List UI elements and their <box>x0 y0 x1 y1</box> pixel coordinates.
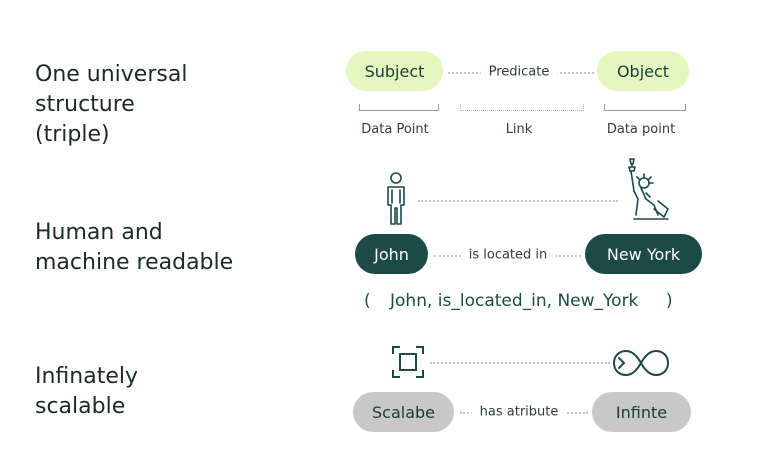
row-label-line: scalable <box>35 394 126 419</box>
object-node: New York <box>585 234 702 274</box>
link-bracket <box>460 104 584 111</box>
row-label-line: Infinately <box>35 364 139 389</box>
data-point-caption: Data point <box>606 122 676 137</box>
icon-connector <box>418 200 618 202</box>
row-label-line: machine readable <box>35 250 234 275</box>
infinity-icon <box>612 349 670 377</box>
expand-frame-icon <box>392 346 424 378</box>
icon-connector <box>430 362 610 364</box>
predicate-label: has atribute <box>471 404 567 420</box>
subject-node: John <box>355 234 428 274</box>
data-point-bracket <box>359 104 439 111</box>
predicate-label: is located in <box>460 247 556 263</box>
triple-text: John, is_located_in, New_York <box>390 291 639 311</box>
person-icon <box>387 172 405 225</box>
row-label-line: (triple) <box>35 122 110 147</box>
row-label-structure: One universal structure (triple) <box>35 60 187 150</box>
subject-node: Subject <box>346 51 443 91</box>
close-paren: ) <box>666 291 673 311</box>
object-node: Object <box>597 51 689 91</box>
row-label-line: One universal <box>35 62 188 87</box>
subject-node: Scalabe <box>353 392 454 432</box>
open-paren: ( <box>364 291 371 311</box>
triple-expression: ( John, is_located_in, New_York ) <box>364 291 674 313</box>
link-caption: Link <box>505 122 533 137</box>
object-node: Infinte <box>592 392 691 432</box>
row-label-line: Human and <box>35 220 163 245</box>
data-point-caption: Data Point <box>361 122 429 137</box>
data-point-bracket <box>604 104 686 111</box>
statue-of-liberty-icon <box>628 158 669 220</box>
row-label-readable: Human and machine readable <box>35 218 233 278</box>
row-label-scalable: Infinately scalable <box>35 362 138 422</box>
predicate-label: Predicate <box>480 64 558 80</box>
row-label-line: structure <box>35 92 135 117</box>
